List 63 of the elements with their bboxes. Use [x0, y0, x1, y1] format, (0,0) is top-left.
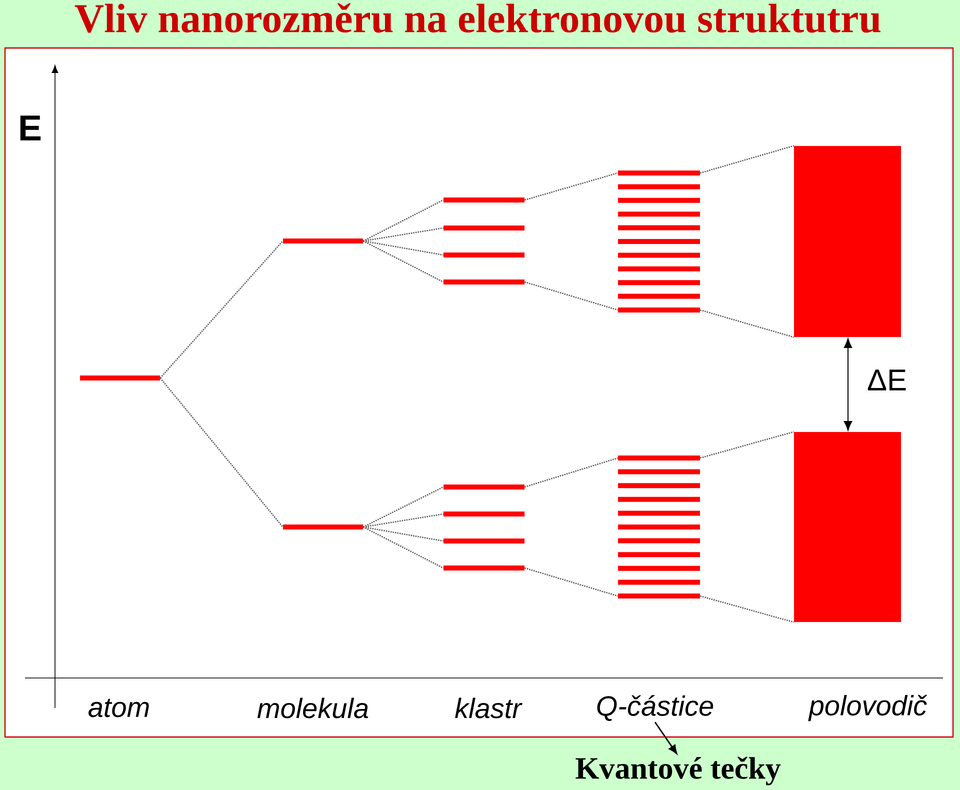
- energy-level: [618, 510, 700, 516]
- energy-level: [444, 566, 524, 570]
- energy-level: [618, 580, 700, 585]
- energy-level: [618, 266, 700, 272]
- connector-line: [700, 309, 794, 338]
- energy-level: [618, 280, 700, 286]
- energy-level: [618, 239, 700, 244]
- energy-level: [618, 566, 700, 571]
- symbol-label: ΔE: [868, 370, 906, 390]
- energy-level: [444, 512, 524, 516]
- connector-line: [362, 199, 444, 242]
- connector-line: [160, 378, 284, 528]
- energy-band: [794, 146, 901, 337]
- connector-line: [363, 526, 444, 542]
- arrow: [654, 722, 678, 754]
- energy-level: [444, 538, 524, 544]
- connector-line: [362, 526, 444, 569]
- connector-line: [160, 240, 284, 378]
- energy-level: [618, 496, 700, 502]
- energy-level: [618, 184, 700, 190]
- connector-line: [524, 172, 618, 201]
- annotation-text: Kvantové tečky: [576, 756, 781, 786]
- axis-label: polovodič: [808, 694, 928, 722]
- connector-line: [524, 457, 618, 488]
- energy-level: [444, 484, 524, 490]
- connector-line: [700, 595, 794, 623]
- energy-level: [444, 280, 524, 284]
- energy-band: [794, 432, 901, 622]
- connector-line: [700, 431, 794, 459]
- energy-level: [80, 376, 160, 380]
- axis-label: E: [20, 116, 41, 140]
- energy-level: [618, 212, 700, 217]
- energy-level: [618, 252, 700, 258]
- energy-level: [283, 524, 363, 530]
- axis-label: atom: [88, 698, 149, 718]
- energy-level: [618, 456, 700, 460]
- connector-line: [363, 227, 444, 242]
- energy-level: [618, 483, 700, 488]
- axis-label: klastr: [455, 698, 522, 718]
- energy-level: [618, 552, 700, 558]
- energy-level: [618, 594, 700, 598]
- connector-line: [700, 145, 794, 174]
- connector-line: [363, 513, 444, 528]
- energy-level: [618, 170, 700, 176]
- energy-level: [618, 225, 700, 230]
- connector-line: [524, 281, 618, 311]
- title: Vliv nanorozměru na elektronovou struktutru: [74, 3, 880, 33]
- connector-line: [524, 567, 618, 597]
- energy-level: [444, 252, 524, 258]
- energy-level: [618, 469, 700, 474]
- connector-line: [362, 240, 444, 283]
- connector-line: [363, 240, 444, 256]
- energy-level: [444, 226, 524, 230]
- energy-level: [618, 198, 700, 203]
- energy-level: [283, 238, 363, 244]
- energy-level: [618, 524, 700, 530]
- connector-line: [362, 486, 444, 528]
- axis-label: Q-částice: [597, 695, 714, 721]
- energy-level: [618, 538, 700, 544]
- axis-label: molekula: [257, 698, 368, 718]
- energy-level: [618, 294, 700, 299]
- energy-level: [444, 198, 524, 202]
- energy-level: [618, 308, 700, 312]
